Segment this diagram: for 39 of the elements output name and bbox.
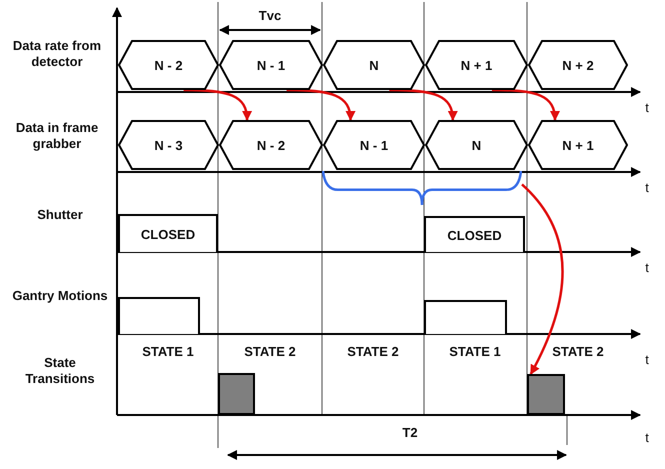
dimension-label: Tvc [258, 8, 282, 24]
row-label: Data in frame grabber [14, 120, 100, 152]
curly-brace [322, 170, 522, 206]
axis-label: t [644, 260, 650, 276]
state-label: STATE 2 [243, 344, 297, 360]
signal-pulse [424, 300, 507, 334]
arrow [286, 88, 355, 121]
data-frame-hexagon: N - 3 [118, 120, 219, 170]
axis-label: t [644, 100, 650, 116]
data-frame-hexagon: N + 2 [528, 40, 628, 90]
data-frame-hexagon: N - 2 [219, 120, 323, 170]
row-label: State Transitions [24, 355, 96, 388]
arrow [184, 88, 252, 121]
data-frame-hexagon: N [323, 40, 425, 90]
row-label: Gantry Motions [11, 288, 109, 304]
data-frame-hexagon: N - 2 [118, 40, 219, 90]
state-label: STATE 2 [551, 344, 605, 360]
arrow [492, 88, 560, 121]
transition-pulse [527, 374, 565, 415]
axis-label: t [644, 430, 650, 446]
dimension-label: T2 [401, 425, 419, 442]
transition-pulse [218, 373, 255, 415]
data-frame-hexagon: N [425, 120, 528, 170]
arrow [389, 88, 458, 121]
axis-label: t [644, 180, 650, 196]
state-label: STATE 2 [346, 344, 400, 360]
shutter-pulse: CLOSED [118, 214, 218, 252]
arrow [521, 184, 564, 375]
state-label: STATE 1 [141, 344, 195, 360]
shutter-pulse: CLOSED [424, 216, 525, 252]
axis-label: t [644, 352, 650, 368]
data-frame-hexagon: N - 1 [323, 120, 425, 170]
row-label: Data rate from detector [12, 38, 102, 70]
row-label: Shutter [36, 207, 84, 224]
signal-pulse [118, 297, 200, 334]
data-frame-hexagon: N + 1 [425, 40, 528, 90]
data-frame-hexagon: N + 1 [528, 120, 628, 170]
state-label: STATE 1 [448, 344, 502, 360]
data-frame-hexagon: N - 1 [219, 40, 323, 90]
